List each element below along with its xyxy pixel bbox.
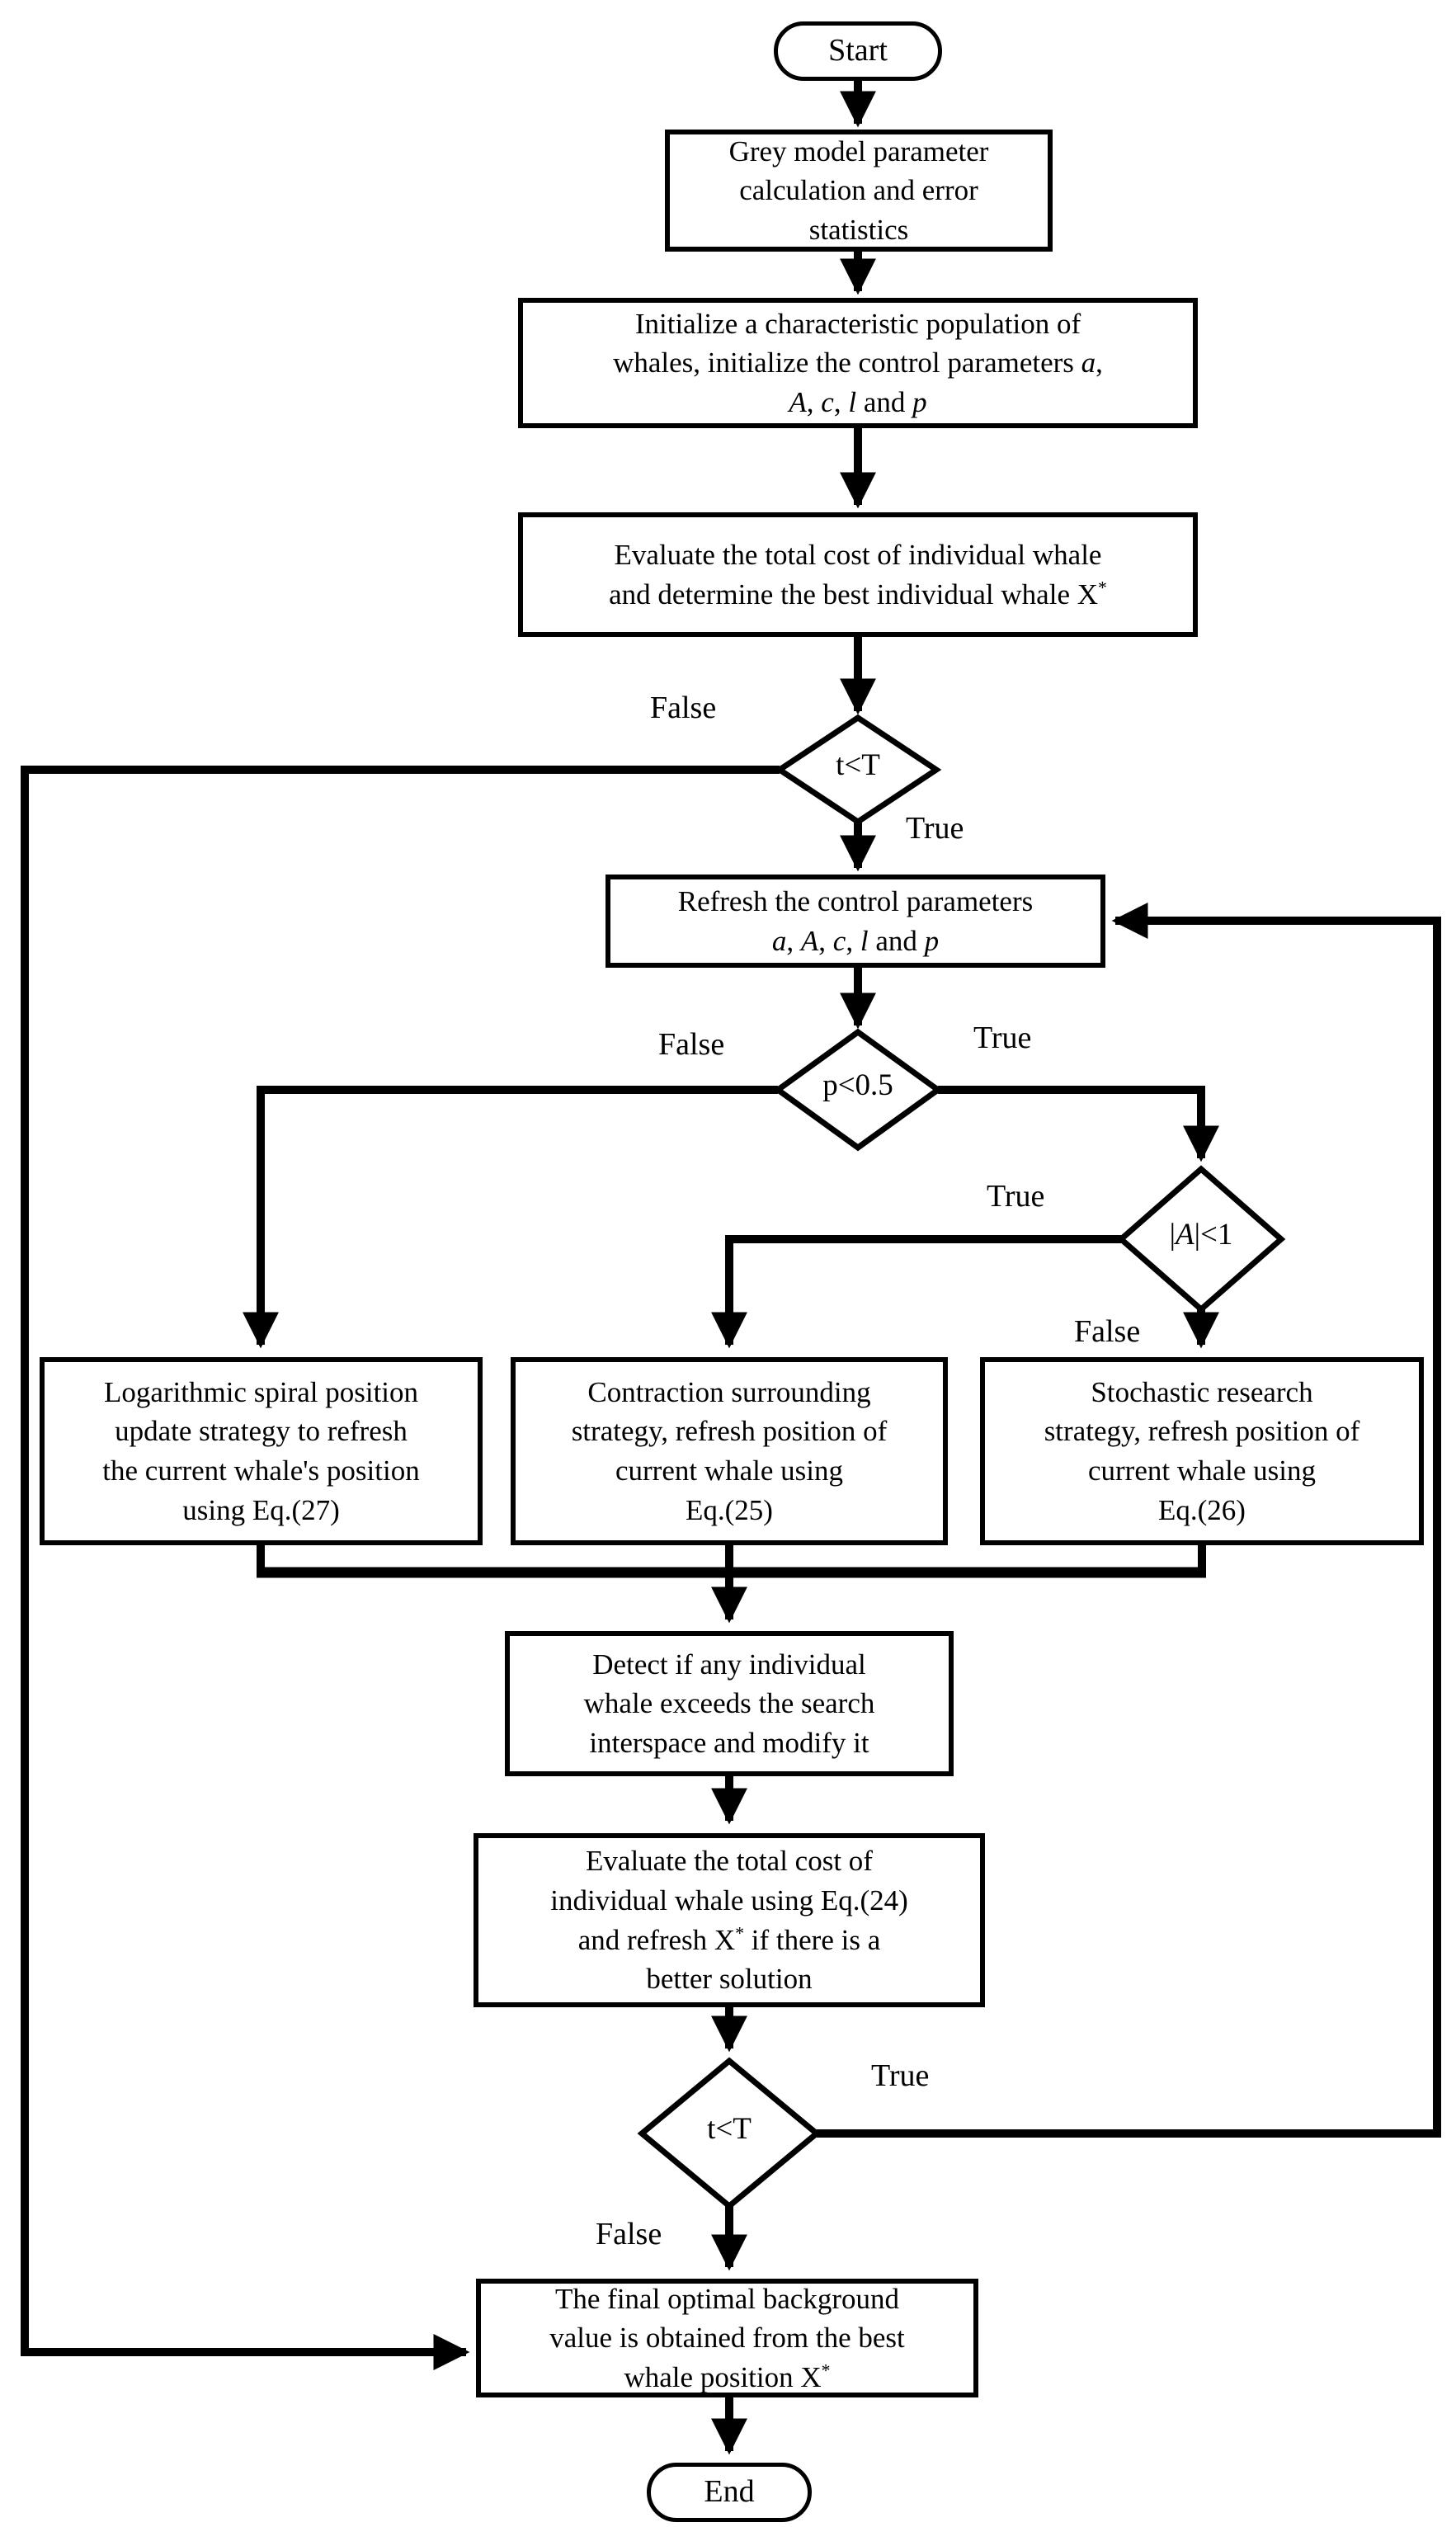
edge-iter2-true-loop <box>817 902 1441 2138</box>
decision-iter1-label: t<T <box>836 748 880 782</box>
process-initialize-population: Initialize a characteristic population o… <box>518 298 1198 428</box>
decision-a-label: |A|<1 <box>1169 1218 1233 1252</box>
start-terminator: Start <box>774 21 942 81</box>
decision-p-label: p<0.5 <box>822 1068 893 1102</box>
label-iter2-true: True <box>871 2058 930 2093</box>
decision-iter1-diamond <box>774 714 942 826</box>
end-terminator: End <box>647 2463 812 2522</box>
label-p-false: False <box>658 1027 725 1062</box>
decision-a-diamond <box>1116 1165 1286 1313</box>
edge-iter1-false-loop <box>21 766 780 2371</box>
decision-p-diamond <box>773 1028 943 1152</box>
edge-a-true <box>710 1235 1121 1349</box>
edge-p-false <box>242 1086 778 1349</box>
label-a-false: False <box>1074 1314 1141 1349</box>
label-iter1-true: True <box>906 811 964 846</box>
label-a-true: True <box>987 1179 1045 1214</box>
decision-iter2-label: t<T <box>707 2112 752 2146</box>
label-iter1-false: False <box>650 691 717 725</box>
decision-iter2-diamond <box>637 2057 822 2210</box>
label-iter2-false: False <box>596 2217 662 2251</box>
edge-p-true <box>938 1086 1220 1162</box>
process-evaluate-cost: Evaluate the total cost of individual wh… <box>518 512 1198 637</box>
label-p-true: True <box>973 1021 1032 1055</box>
